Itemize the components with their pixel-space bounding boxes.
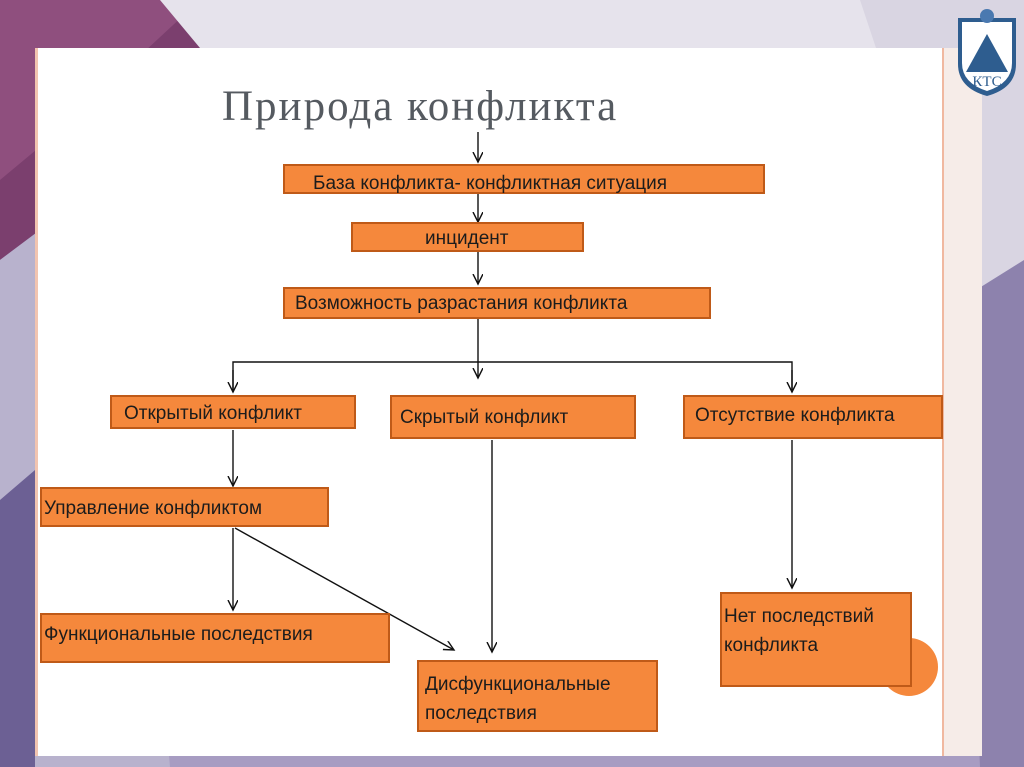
connector-branch-bar	[232, 361, 793, 392]
arrow-management-to-dysfunctional	[234, 527, 454, 650]
slide-left-border	[35, 48, 38, 756]
node-hidden-conflict: Скрытый конфликт	[390, 395, 636, 439]
institution-logo: КТС	[958, 9, 1016, 96]
node-dysfunctional-consequences: Дисфункциональные последствия	[417, 660, 658, 732]
node-functional-consequences: Функциональные последствия	[40, 613, 390, 663]
node-conflict-base: База конфликта- конфликтная ситуация	[283, 164, 765, 194]
node-incident: инцидент	[351, 222, 584, 252]
node-conflict-management: Управление конфликтом	[40, 487, 329, 527]
logo-text: КТС	[972, 74, 1001, 90]
node-no-consequences: Нет последствий конфликта	[720, 592, 912, 687]
node-open-conflict: Открытый конфликт	[110, 395, 356, 429]
page-title: Природа конфликта	[222, 83, 619, 130]
slide-right-border	[942, 48, 982, 756]
node-absence-of-conflict: Отсутствие конфликта	[683, 395, 943, 439]
node-escalation-possibility: Возможность разрастания конфликта	[283, 287, 711, 319]
